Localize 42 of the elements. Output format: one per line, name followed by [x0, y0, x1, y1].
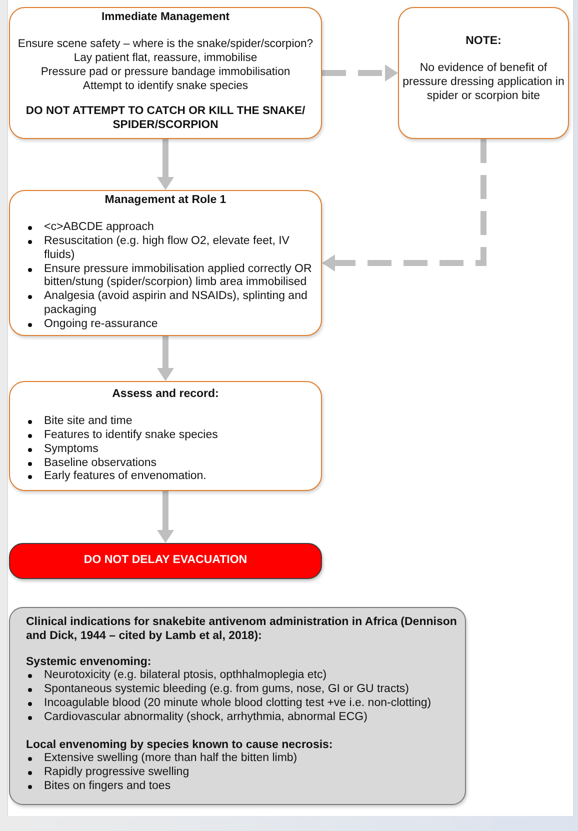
- list-item-text: Baseline observations: [44, 456, 157, 470]
- note-box: [398, 7, 569, 139]
- box-text: Attempt to identify snake species: [82, 80, 248, 92]
- list-item-text: <c>ABCDE approach: [44, 221, 154, 236]
- box-heading: Clinical indications for snakebite antivenom administration in Africa (Dennison and Dick, 1944 – cited by Lamb et al, 2018):: [26, 616, 457, 642]
- list-item-text: Bite site and time: [44, 415, 132, 430]
- section-heading: Local envenoming by species known to cause necrosis:: [26, 738, 333, 751]
- box-text: No evidence of benefit of pressure dressing application in spider or scorpion bite: [402, 62, 564, 102]
- box-text: Ensure scene safety – where is the snake/spider/scorpion?: [18, 38, 314, 50]
- list-item-text: Bites on fingers and toes: [44, 780, 171, 794]
- process-box: [9, 381, 322, 491]
- warning-text: DO NOT ATTEMPT TO CATCH OR KILL THE SNAKE/ SPIDER/SCORPION: [26, 105, 306, 132]
- list-item-text: Early features of envenomation.: [44, 470, 206, 484]
- list-item-text: Spontaneous systemic bleeding (e.g. from gums, nose, GI or GU tracts): [44, 683, 409, 697]
- box-text: Pressure pad or pressure bandage immobilisation: [40, 66, 290, 78]
- list-item-text: Rapidly progressive swelling: [44, 766, 190, 780]
- alert-text: DO NOT DELAY EVACUATION: [84, 554, 248, 566]
- list-item-text: Incoagulable blood (20 minute whole blood clotting test +ve i.e. non-clotting): [44, 696, 432, 711]
- list-item-text: Neurotoxicity (e.g. bilateral ptosis, opthhalmoplegia etc): [44, 669, 327, 684]
- list-item-text: Ensure pressure immobilisation applied correctly OR bitten/stung (spider/scorpion) limb area immobilised: [44, 262, 313, 290]
- list-item-text: Analgesia (avoid aspirin and NSAIDs), splinting and packaging: [44, 290, 308, 318]
- box-heading: NOTE:: [466, 34, 502, 47]
- list-item-text: Resuscitation (e.g. high flow O2, elevate feet, IV fluids): [44, 235, 290, 263]
- box-text: Lay patient flat, reassure, immobilise: [74, 52, 258, 64]
- info-box: [9, 607, 466, 805]
- section-heading: Systemic envenoming:: [26, 656, 152, 668]
- alert-box: [9, 543, 322, 579]
- dashed-arrow: [322, 64, 398, 82]
- arrow: [157, 139, 174, 190]
- list-item-text: Features to identify snake species: [44, 429, 218, 443]
- dashed-arrow: [322, 139, 486, 272]
- box-heading: Management at Role 1: [104, 194, 226, 206]
- list-item-text: Extensive swelling (more than half the bitten limb): [44, 752, 298, 766]
- list-item-text: Symptoms: [44, 442, 98, 457]
- box-heading: Assess and record:: [112, 388, 219, 400]
- list-item-text: Cardiovascular abnormality (shock, arrhythmia, abnormal ECG): [44, 710, 368, 725]
- arrow: [157, 491, 174, 543]
- box-heading: Immediate Management: [101, 11, 230, 23]
- process-box: [9, 7, 322, 139]
- process-box: [9, 190, 322, 336]
- list-item-text: Ongoing re-assurance: [44, 318, 158, 332]
- arrow: [157, 336, 174, 381]
